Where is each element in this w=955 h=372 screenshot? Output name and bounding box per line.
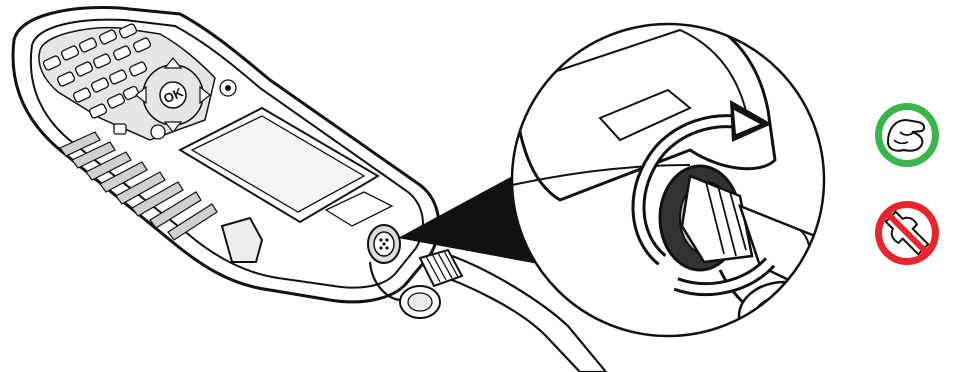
power-key-dot bbox=[225, 85, 231, 91]
detail-view bbox=[512, 8, 854, 350]
handheld-meter: OK bbox=[13, 7, 440, 318]
hand-tighten-icon bbox=[875, 103, 939, 167]
connector-port bbox=[368, 225, 400, 263]
menu-key bbox=[151, 125, 165, 139]
no-tool-icon bbox=[875, 201, 939, 265]
home-key bbox=[114, 124, 126, 134]
